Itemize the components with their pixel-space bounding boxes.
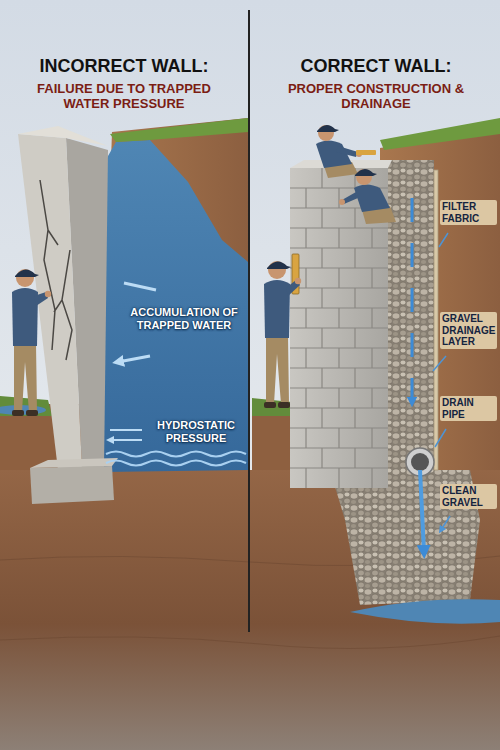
- worker-figure: [339, 199, 345, 205]
- worker-figure: [339, 169, 396, 224]
- worker-figure: [295, 278, 301, 284]
- callout-label: CLEAN GRAVEL: [440, 484, 497, 509]
- callout-label: FILTER FABRIC: [440, 200, 497, 225]
- wall-footing: [30, 466, 114, 504]
- callout-label: DRAIN PIPE: [440, 396, 497, 421]
- callout-label: HYDROSTATIC PRESSURE: [148, 419, 244, 444]
- filter-fabric: [434, 170, 438, 470]
- wall-top-face: [18, 126, 108, 146]
- worker-figure: [278, 402, 290, 408]
- gravel-drainage-layer: [388, 160, 434, 480]
- incorrect-wall-scene: [0, 118, 248, 504]
- drainage-arrow: [411, 198, 414, 402]
- worker-figure: [316, 125, 376, 178]
- worker-figure: [12, 288, 38, 346]
- drain-pipe-opening: [411, 453, 429, 471]
- worker-figure: [266, 336, 289, 404]
- worker-figure: [354, 185, 390, 213]
- worker-figure: [355, 169, 377, 176]
- worker-figure: [45, 291, 51, 297]
- pressure-arrow: [110, 430, 142, 440]
- worker-figure: [264, 280, 290, 338]
- worker-figure: [267, 261, 291, 269]
- worker-figure: [336, 146, 358, 157]
- pressure-wave: [106, 452, 246, 466]
- outflow-stream: [420, 470, 424, 552]
- panel-subtitle: FAILURE DUE TO TRAPPED WATER PRESSURE: [28, 81, 220, 112]
- panel-subtitle: PROPER CONSTRUCTION & DRAINAGE: [280, 81, 472, 112]
- grass-top: [380, 118, 500, 150]
- correct-wall-scene: [252, 118, 500, 624]
- callout-label: GRAVEL DRAINAGE LAYER: [440, 312, 497, 349]
- worker-figure: [12, 410, 24, 416]
- worker-figure: [317, 125, 339, 132]
- worker-figure: [14, 344, 37, 412]
- panel-heading: INCORRECT WALL:: [6, 56, 242, 78]
- callout-label: ACCUMULATION OF TRAPPED WATER: [124, 306, 244, 331]
- trapped-water: [100, 140, 248, 472]
- wall-crack: [40, 180, 72, 360]
- grass-top: [110, 118, 248, 142]
- puddle: [0, 405, 46, 415]
- worker-figure: [264, 261, 301, 408]
- worker-figure: [12, 269, 51, 416]
- water-pool: [350, 599, 500, 623]
- panel-heading: CORRECT WALL:: [258, 56, 494, 78]
- worker-figure: [15, 269, 39, 277]
- panel-divider: [248, 10, 250, 632]
- worker-figure: [356, 150, 376, 155]
- worker-figure: [264, 402, 276, 408]
- worker-figure: [26, 410, 38, 416]
